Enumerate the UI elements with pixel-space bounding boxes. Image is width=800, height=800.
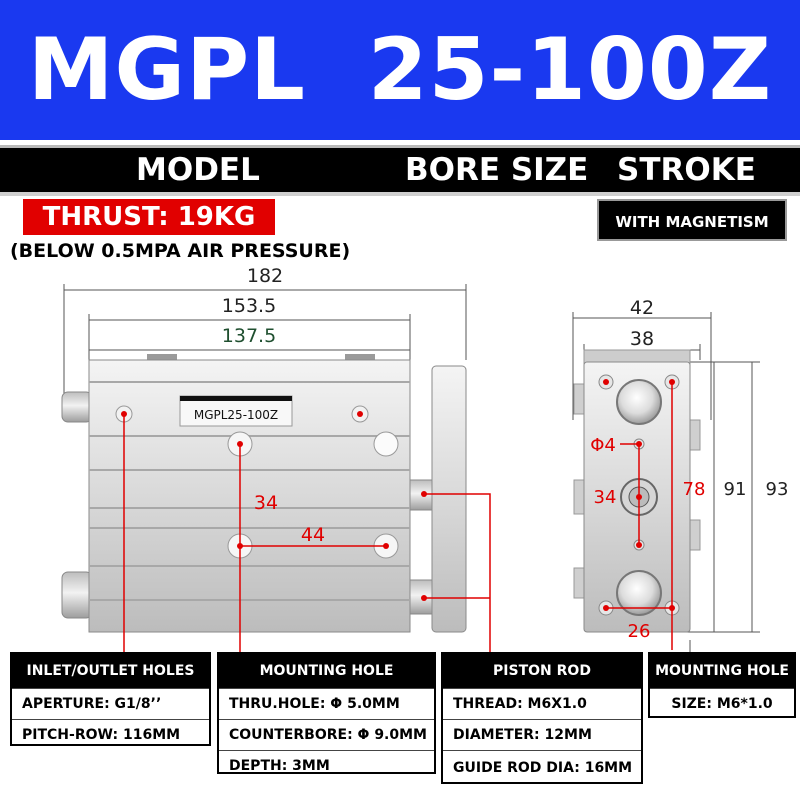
spec-row: APERTURE: G1/8’’: [12, 688, 209, 719]
spec-row: THRU.HOLE: Φ 5.0MM: [219, 688, 434, 719]
model-legend-bar: MODEL BORE SIZE STROKE: [0, 148, 800, 192]
dim-height-outer: 93: [766, 479, 789, 500]
title-banner: [0, 0, 800, 140]
spec-box-title: MOUNTING HOLE: [650, 654, 794, 688]
spec-box-mounting-hole: MOUNTING HOLE THRU.HOLE: Φ 5.0MM COUNTER…: [217, 652, 436, 774]
spec-box-title: PISTON ROD: [443, 654, 641, 688]
label-plate-text: MGPL25-100Z: [194, 408, 278, 422]
dim-hole-pitch: 78: [683, 479, 706, 500]
spec-box-inlet-outlet: INLET/OUTLET HOLES APERTURE: G1/8’’ PITC…: [10, 652, 211, 746]
spec-row: PITCH-ROW: 116MM: [12, 719, 209, 750]
dim-body: 153.5: [222, 295, 276, 317]
dim-center-spacing: 34: [594, 487, 617, 508]
dim-width-outer: 42: [630, 297, 654, 319]
thrust-badge: THRUST: 19KG: [23, 199, 275, 235]
dim-bottom-pitch: 26: [628, 621, 651, 642]
dim-horizontal-spacing: 44: [301, 524, 325, 546]
spec-row: DEPTH: 3MM: [219, 750, 434, 781]
model-label: MODEL: [136, 152, 260, 188]
model-code-title: MGPL 25-100Z: [27, 20, 773, 120]
pressure-note: (BELOW 0.5MPA AIR PRESSURE): [10, 240, 351, 262]
spec-row: SIZE: M6*1.0: [650, 688, 794, 719]
spec-box-title: MOUNTING HOLE: [219, 654, 434, 688]
spec-row: GUIDE ROD DIA: 16MM: [443, 750, 641, 785]
dim-hole-dia: Φ4: [590, 435, 616, 456]
stroke-label: STROKE: [617, 152, 756, 188]
magnetism-badge: WITH MAGNETISM: [597, 199, 787, 241]
dim-width-inner: 38: [630, 328, 654, 350]
spec-row: DIAMETER: 12MM: [443, 719, 641, 750]
spec-box-title: INLET/OUTLET HOLES: [12, 654, 209, 688]
dim-overall: 182: [247, 265, 283, 287]
end-view: 42 38 Φ4 34 78 91 93 26: [572, 297, 789, 655]
dim-vertical-spacing: 34: [254, 492, 278, 514]
dim-inner: 137.5: [222, 325, 276, 347]
bore-size-label: BORE SIZE: [405, 152, 589, 188]
spec-row: COUNTERBORE: Φ 9.0MM: [219, 719, 434, 750]
spec-box-piston-rod: PISTON ROD THREAD: M6X1.0 DIAMETER: 12MM…: [441, 652, 643, 784]
spec-row: THREAD: M6X1.0: [443, 688, 641, 719]
dim-height-inner: 91: [724, 479, 747, 500]
spec-box-mounting-hole-end: MOUNTING HOLE SIZE: M6*1.0: [648, 652, 796, 718]
side-view: MGPL25-100Z 182 153.5 137.5 34 44: [61, 265, 491, 652]
